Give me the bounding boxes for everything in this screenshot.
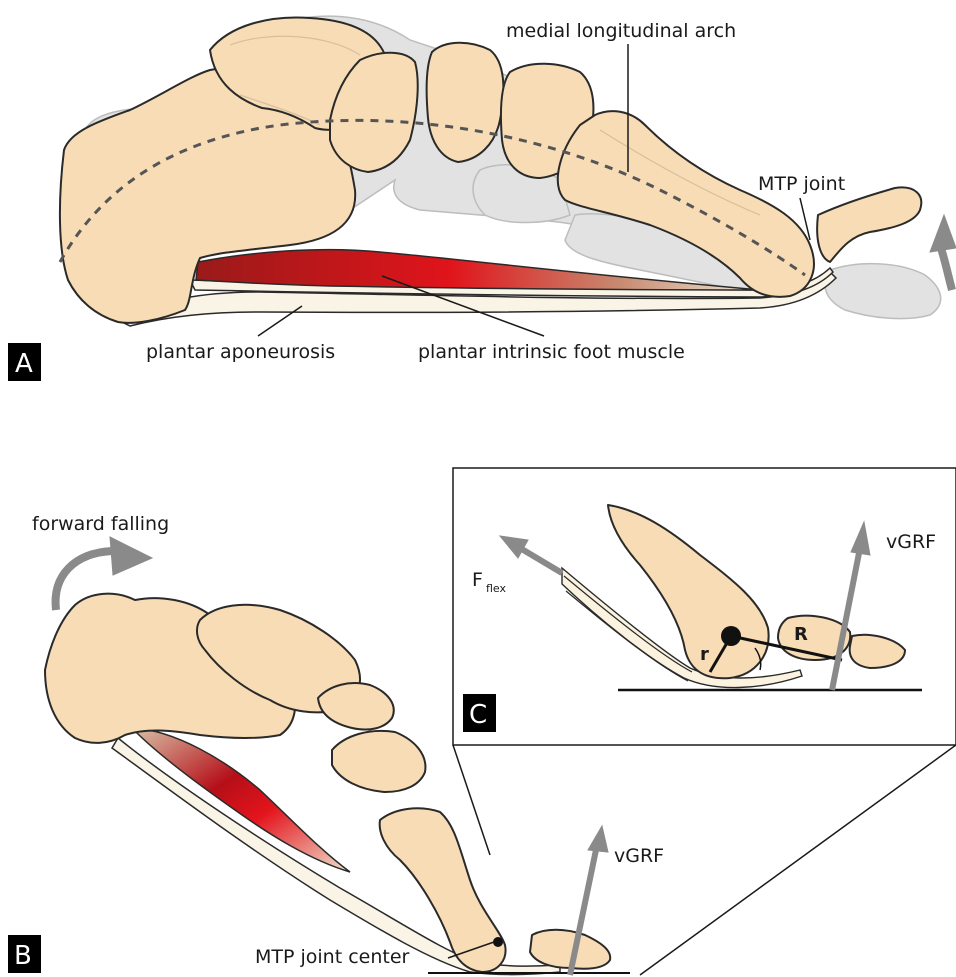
panel-c: r R F flex vGRF C	[453, 468, 956, 745]
navicular-b	[318, 683, 394, 729]
label-forward-falling: forward falling	[32, 513, 169, 535]
panel-a: medial longitudinal arch MTP joint plant…	[8, 16, 956, 381]
label-plantar-aponeurosis: plantar aponeurosis	[146, 341, 335, 363]
cuneiform-b	[332, 731, 425, 792]
label-r-small: r	[700, 644, 709, 665]
label-plantar-intrinsic-muscle: plantar intrinsic foot muscle	[418, 341, 685, 363]
phalanx-a	[817, 187, 921, 262]
vgrf-arrowhead-b	[588, 826, 608, 852]
label-fflex: F	[472, 569, 483, 591]
label-fflex-subscript: flex	[486, 582, 507, 595]
rotation-arrow-a	[940, 245, 952, 290]
forward-falling-arrowhead	[110, 537, 152, 575]
panel-a-letter: A	[15, 349, 33, 379]
leader-zoom-lower	[640, 745, 956, 975]
label-medial-arch: medial longitudinal arch	[506, 20, 736, 42]
label-vgrf-b: vGRF	[614, 845, 664, 867]
panel-c-letter: C	[469, 700, 487, 730]
panel-b-letter: B	[14, 941, 32, 971]
label-vgrf-c: vGRF	[886, 531, 936, 553]
label-mtp-joint-center: MTP joint center	[255, 946, 410, 968]
leader-zoom-upper	[453, 745, 490, 855]
plantar-intrinsic-muscle-b	[132, 728, 350, 872]
label-r-large: R	[794, 624, 808, 645]
mtp-joint-center-dot	[493, 937, 503, 947]
rotation-arrowhead-a	[930, 215, 956, 252]
label-mtp-joint: MTP joint	[758, 173, 845, 195]
